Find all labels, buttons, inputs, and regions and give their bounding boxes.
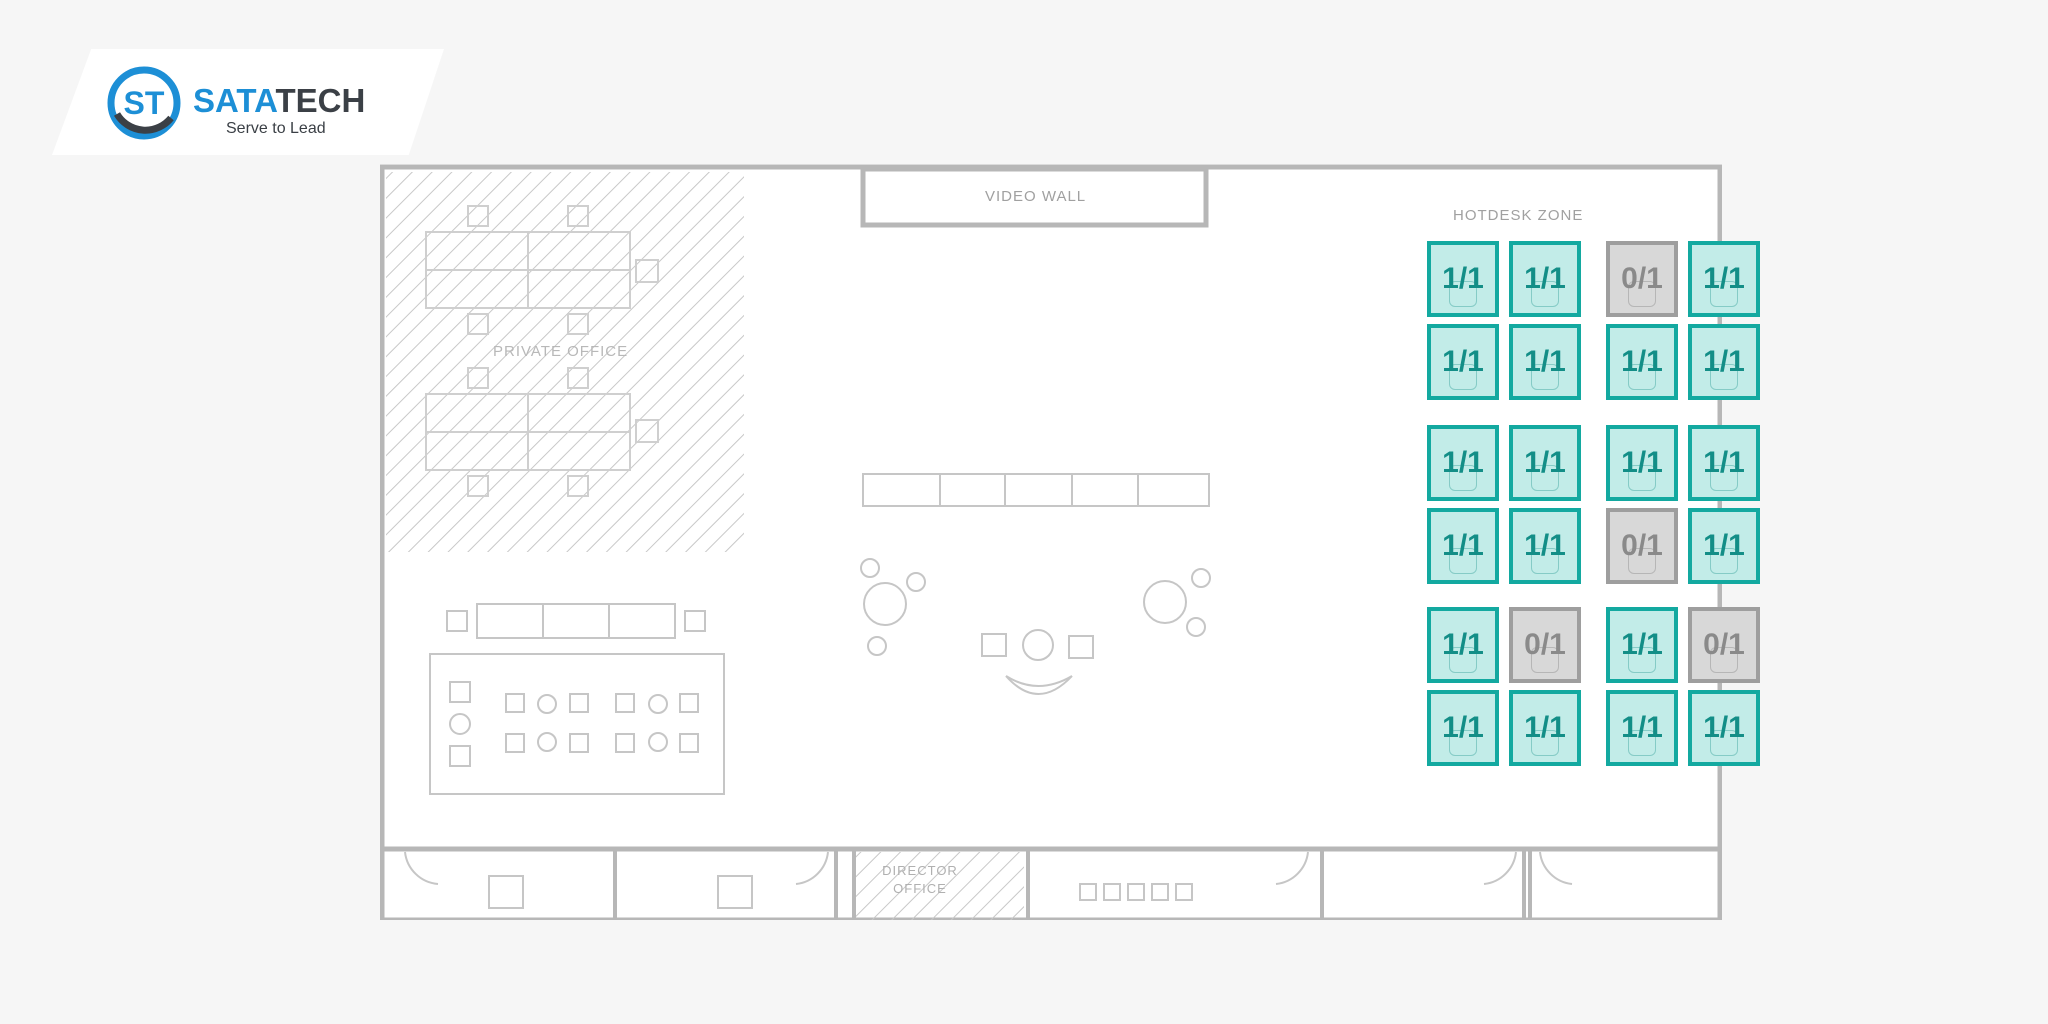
brand-name: SATATECH bbox=[193, 82, 365, 120]
chair-icon bbox=[1449, 730, 1477, 756]
director-office-label: DIRECTOR OFFICE bbox=[882, 863, 958, 896]
logo-card bbox=[52, 49, 444, 155]
chair-icon bbox=[1628, 281, 1656, 307]
chair-icon bbox=[1531, 364, 1559, 390]
seat-occupancy-label: 1/1 bbox=[1703, 345, 1745, 378]
brand-tagline: Serve to Lead bbox=[226, 120, 326, 137]
seat-occupancy-label: 1/1 bbox=[1524, 711, 1566, 744]
chair-icon bbox=[1449, 281, 1477, 307]
hotdesk-seat[interactable]: 0/1 bbox=[1606, 508, 1678, 584]
floor-plan-drawing bbox=[380, 164, 1722, 920]
seat-occupancy-label: 1/1 bbox=[1524, 262, 1566, 295]
private-office-desks bbox=[425, 205, 659, 497]
satatech-logo-icon: ST bbox=[107, 66, 181, 140]
chair-icon bbox=[1531, 281, 1559, 307]
lounge-bench bbox=[862, 473, 1210, 507]
hotdesk-seat[interactable]: 1/1 bbox=[1427, 607, 1499, 683]
logo-monogram: ST bbox=[124, 85, 165, 121]
hotdesk-seat[interactable]: 0/1 bbox=[1606, 241, 1678, 317]
seat-occupancy-label: 1/1 bbox=[1524, 446, 1566, 479]
hotdesk-seat[interactable]: 1/1 bbox=[1509, 324, 1581, 400]
hotdesk-seat[interactable]: 1/1 bbox=[1509, 508, 1581, 584]
seat-occupancy-label: 0/1 bbox=[1621, 529, 1663, 562]
seat-occupancy-label: 1/1 bbox=[1524, 345, 1566, 378]
private-office-area bbox=[386, 172, 744, 552]
brand-name-part1: SATA bbox=[193, 82, 276, 119]
seat-occupancy-label: 1/1 bbox=[1442, 529, 1484, 562]
chair-icon bbox=[1531, 548, 1559, 574]
hotdesk-seat[interactable]: 1/1 bbox=[1688, 690, 1760, 766]
chair-icon bbox=[1628, 647, 1656, 673]
chair-icon bbox=[1710, 730, 1738, 756]
chair-icon bbox=[1710, 465, 1738, 491]
chair-icon bbox=[1710, 647, 1738, 673]
seat-occupancy-label: 1/1 bbox=[1524, 529, 1566, 562]
hotdesk-seat[interactable]: 1/1 bbox=[1688, 508, 1760, 584]
seat-occupancy-label: 1/1 bbox=[1621, 628, 1663, 661]
brand-name-part2: TECH bbox=[275, 82, 366, 119]
floor-plan: VIDEO WALL HOTDESK ZONE PRIVATE OFFICE D… bbox=[380, 164, 1760, 920]
chair-icon bbox=[1449, 548, 1477, 574]
hotdesk-seat[interactable]: 1/1 bbox=[1427, 508, 1499, 584]
room-partitions bbox=[613, 849, 1532, 920]
private-office-label: PRIVATE OFFICE bbox=[493, 343, 629, 360]
doors bbox=[404, 851, 1573, 909]
hotdesk-seat[interactable]: 0/1 bbox=[1688, 607, 1760, 683]
hotdesk-seat[interactable]: 1/1 bbox=[1606, 425, 1678, 501]
hotdesk-seat[interactable]: 1/1 bbox=[1427, 241, 1499, 317]
chair-icon bbox=[1710, 548, 1738, 574]
seat-occupancy-label: 1/1 bbox=[1442, 711, 1484, 744]
chair-icon bbox=[1531, 730, 1559, 756]
hotdesk-seat[interactable]: 1/1 bbox=[1427, 690, 1499, 766]
chair-icon bbox=[1628, 730, 1656, 756]
hotdesk-seat[interactable]: 1/1 bbox=[1509, 690, 1581, 766]
hotdesk-seat[interactable]: 1/1 bbox=[1606, 690, 1678, 766]
video-wall-label: VIDEO WALL bbox=[985, 188, 1087, 205]
chair-icon bbox=[1628, 364, 1656, 390]
seat-occupancy-label: 1/1 bbox=[1442, 446, 1484, 479]
seat-occupancy-label: 1/1 bbox=[1621, 345, 1663, 378]
seat-occupancy-label: 0/1 bbox=[1703, 628, 1745, 661]
director-office-area bbox=[854, 852, 1024, 920]
seat-occupancy-label: 1/1 bbox=[1442, 345, 1484, 378]
seat-occupancy-label: 1/1 bbox=[1442, 628, 1484, 661]
hotdesk-seat[interactable]: 1/1 bbox=[1606, 607, 1678, 683]
hotdesk-seat[interactable]: 1/1 bbox=[1509, 241, 1581, 317]
hotdesk-seat[interactable]: 1/1 bbox=[1688, 425, 1760, 501]
chair-icon bbox=[1531, 465, 1559, 491]
chair-icon bbox=[1628, 465, 1656, 491]
hotdesk-zone-label: HOTDESK ZONE bbox=[1453, 207, 1584, 224]
hotdesk-seat[interactable]: 1/1 bbox=[1688, 241, 1760, 317]
chair-icon bbox=[1710, 281, 1738, 307]
seat-occupancy-label: 1/1 bbox=[1703, 262, 1745, 295]
chair-icon bbox=[1449, 364, 1477, 390]
chair-icon bbox=[1531, 647, 1559, 673]
seat-occupancy-label: 1/1 bbox=[1703, 529, 1745, 562]
lounge-furniture bbox=[860, 558, 1211, 695]
hotdesk-seat[interactable]: 1/1 bbox=[1427, 324, 1499, 400]
meeting-area bbox=[429, 603, 725, 795]
chair-icon bbox=[1449, 465, 1477, 491]
video-wall bbox=[860, 166, 1209, 228]
chair-icon bbox=[1628, 548, 1656, 574]
seat-occupancy-label: 1/1 bbox=[1703, 711, 1745, 744]
seat-occupancy-label: 1/1 bbox=[1621, 711, 1663, 744]
chair-icon bbox=[1449, 647, 1477, 673]
seat-occupancy-label: 1/1 bbox=[1621, 446, 1663, 479]
seat-occupancy-label: 1/1 bbox=[1442, 262, 1484, 295]
seat-occupancy-label: 1/1 bbox=[1703, 446, 1745, 479]
seat-occupancy-label: 0/1 bbox=[1621, 262, 1663, 295]
hotdesk-seat[interactable]: 1/1 bbox=[1427, 425, 1499, 501]
chair-icon bbox=[1710, 364, 1738, 390]
hotdesk-seat[interactable]: 1/1 bbox=[1606, 324, 1678, 400]
seat-occupancy-label: 0/1 bbox=[1524, 628, 1566, 661]
hotdesk-seat[interactable]: 0/1 bbox=[1509, 607, 1581, 683]
hotdesk-seat[interactable]: 1/1 bbox=[1688, 324, 1760, 400]
hotdesk-seat[interactable]: 1/1 bbox=[1509, 425, 1581, 501]
